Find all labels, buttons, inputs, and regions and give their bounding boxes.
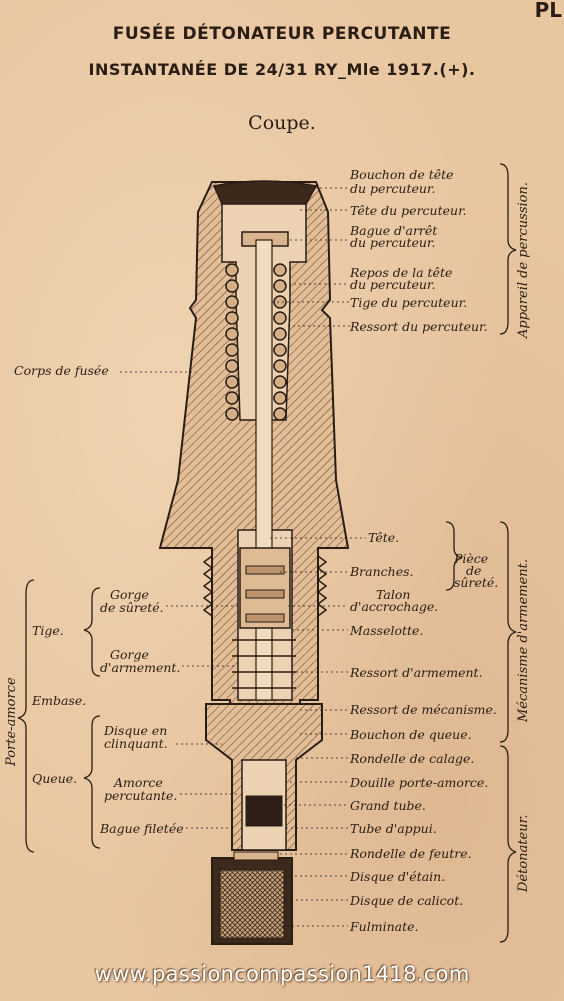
label-corps-fusee: Corps de fusée — [14, 363, 109, 378]
watermark: www.passioncompassion1418.com — [94, 962, 470, 986]
group-porte-amorce: Porte-amorce — [4, 677, 19, 766]
label-talon-2: d'accrochage. — [350, 599, 439, 614]
label-bouchon-tete-1: Bouchon de tête — [350, 167, 454, 182]
detonator — [205, 703, 323, 945]
label-amorce-2: percutante. — [104, 788, 178, 803]
label-grand-tube: Grand tube. — [350, 798, 426, 813]
leader-lines-left — [120, 371, 240, 829]
label-amorce-1: Amorce — [114, 775, 163, 790]
label-fulminate: Fulminate. — [350, 919, 419, 934]
label-embase: Embase. — [32, 693, 87, 708]
label-branches: Branches. — [350, 564, 414, 579]
label-bague-filetee: Bague filetée — [100, 821, 184, 836]
group-mecanisme-armement: Mécanisme d'armement. — [516, 558, 531, 722]
plate-corner-text: PL — [534, 0, 562, 22]
label-ressort-mecanisme: Ressort de mécanisme. — [350, 702, 497, 717]
label-rondelle-calage: Rondelle de calage. — [350, 751, 475, 766]
label-tube-appui: Tube d'appui. — [350, 821, 437, 836]
label-tige: Tige. — [32, 623, 64, 638]
label-tige-percuteur: Tige du percuteur. — [350, 295, 468, 310]
label-bouchon-tete-2: du percuteur. — [350, 181, 436, 196]
label-talon-1: Talon — [376, 587, 411, 602]
label-tete: Tête. — [368, 530, 400, 545]
label-gorge-surete-1: Gorge — [110, 587, 149, 602]
label-bague-arret-2: du percuteur. — [350, 235, 436, 250]
safety-mechanism — [232, 547, 296, 689]
label-repos-tete-2: du percuteur. — [350, 277, 436, 292]
label-repos-tete-1: Repos de la tête — [350, 265, 453, 280]
label-ressort-armement: Ressort d'armement. — [350, 665, 483, 680]
firing-pin — [255, 239, 273, 701]
group-appareil-percussion: Appareil de percussion. — [516, 182, 531, 338]
label-piece-2: de — [466, 563, 482, 578]
group-detonateur: Détonateur. — [516, 814, 531, 893]
leader-lines-right — [270, 187, 366, 927]
label-ressort-percuteur: Ressort du percuteur. — [350, 319, 488, 334]
label-disque-calicot: Disque de calicot. — [350, 893, 464, 908]
label-gorge-surete-2: de sûreté. — [100, 600, 164, 615]
label-bouchon-queue: Bouchon de queue. — [350, 727, 472, 742]
label-gorge-armement-2: d'armement. — [100, 660, 181, 675]
label-queue: Queue. — [32, 771, 78, 786]
title-line-1: FUSÉE DÉTONATEUR PERCUTANTE — [112, 24, 452, 44]
fuze-body — [158, 181, 350, 749]
striker-spring — [225, 263, 287, 421]
head-cap — [212, 180, 318, 247]
label-disque-clinquant-1: Disque en — [104, 723, 168, 738]
label-masselotte: Masselotte. — [350, 623, 424, 638]
label-piece-1: Pièce — [454, 551, 489, 566]
label-disque-etain: Disque d'étain. — [350, 869, 446, 884]
title-line-2: INSTANTANÉE DE 24/31 RY_Mle 1917.(+). — [88, 60, 476, 79]
section-label: Coupe. — [248, 112, 316, 134]
label-tete-percuteur: Tête du percuteur. — [350, 203, 467, 218]
label-douille-porte-amorce: Douille porte-amorce. — [350, 775, 489, 790]
braces — [17, 163, 517, 943]
label-rondelle-feutre: Rondelle de feutre. — [350, 846, 472, 861]
label-piece-3: sûreté. — [454, 575, 499, 590]
label-gorge-armement-1: Gorge — [110, 647, 149, 662]
label-bague-arret-1: Bague d'arrêt — [350, 223, 438, 238]
body-threads — [202, 555, 328, 617]
label-disque-clinquant-2: clinquant. — [104, 736, 168, 751]
